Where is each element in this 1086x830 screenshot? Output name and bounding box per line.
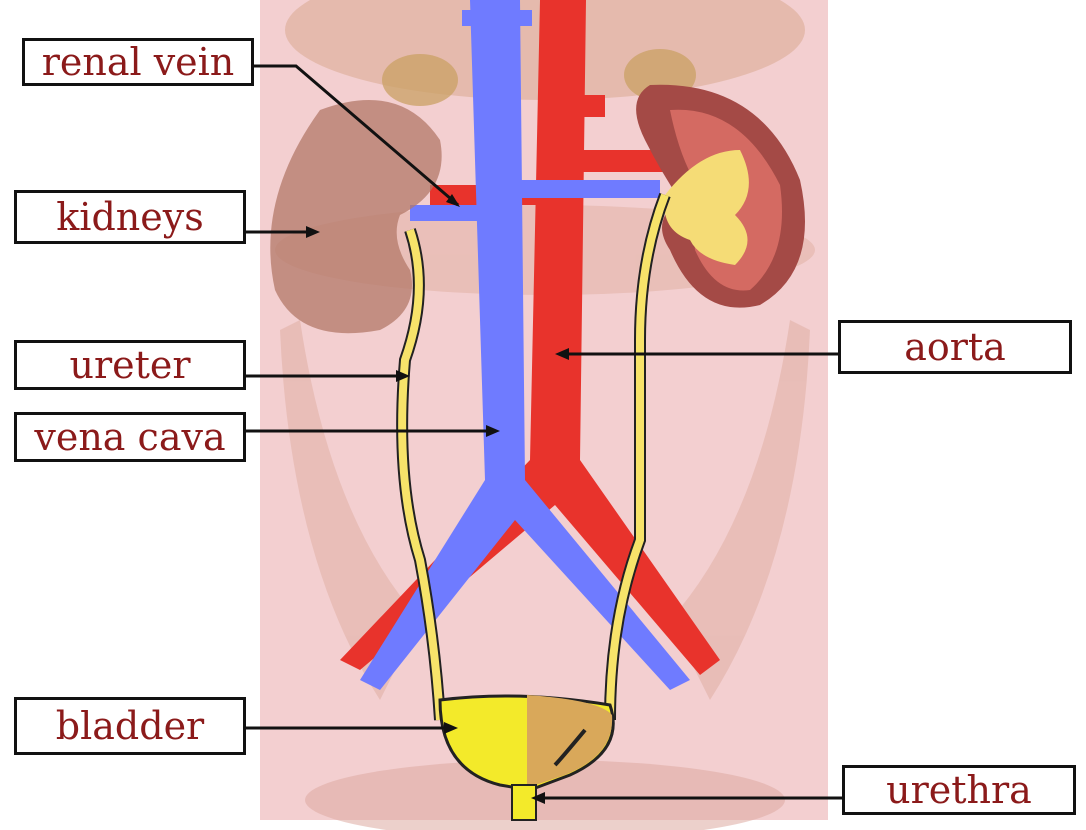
kidneys-label: kidneys [14, 190, 246, 244]
aorta-vessel [340, 0, 720, 675]
urethra-label: urethra [842, 765, 1076, 815]
leader-lines [246, 64, 842, 800]
left-kidney [270, 100, 442, 334]
left-adrenal-gland [382, 54, 458, 106]
urethra-tube [511, 784, 537, 821]
aorta-label: aorta [838, 320, 1072, 374]
renal-vein-label: renal vein [22, 38, 254, 86]
right-kidney [636, 84, 805, 308]
ureter-label: ureter [14, 340, 246, 390]
vena-cava-vessel [360, 0, 690, 690]
arrowheads [306, 194, 569, 804]
vena-cava-label: vena cava [14, 412, 246, 462]
bladder-label: bladder [14, 697, 246, 755]
